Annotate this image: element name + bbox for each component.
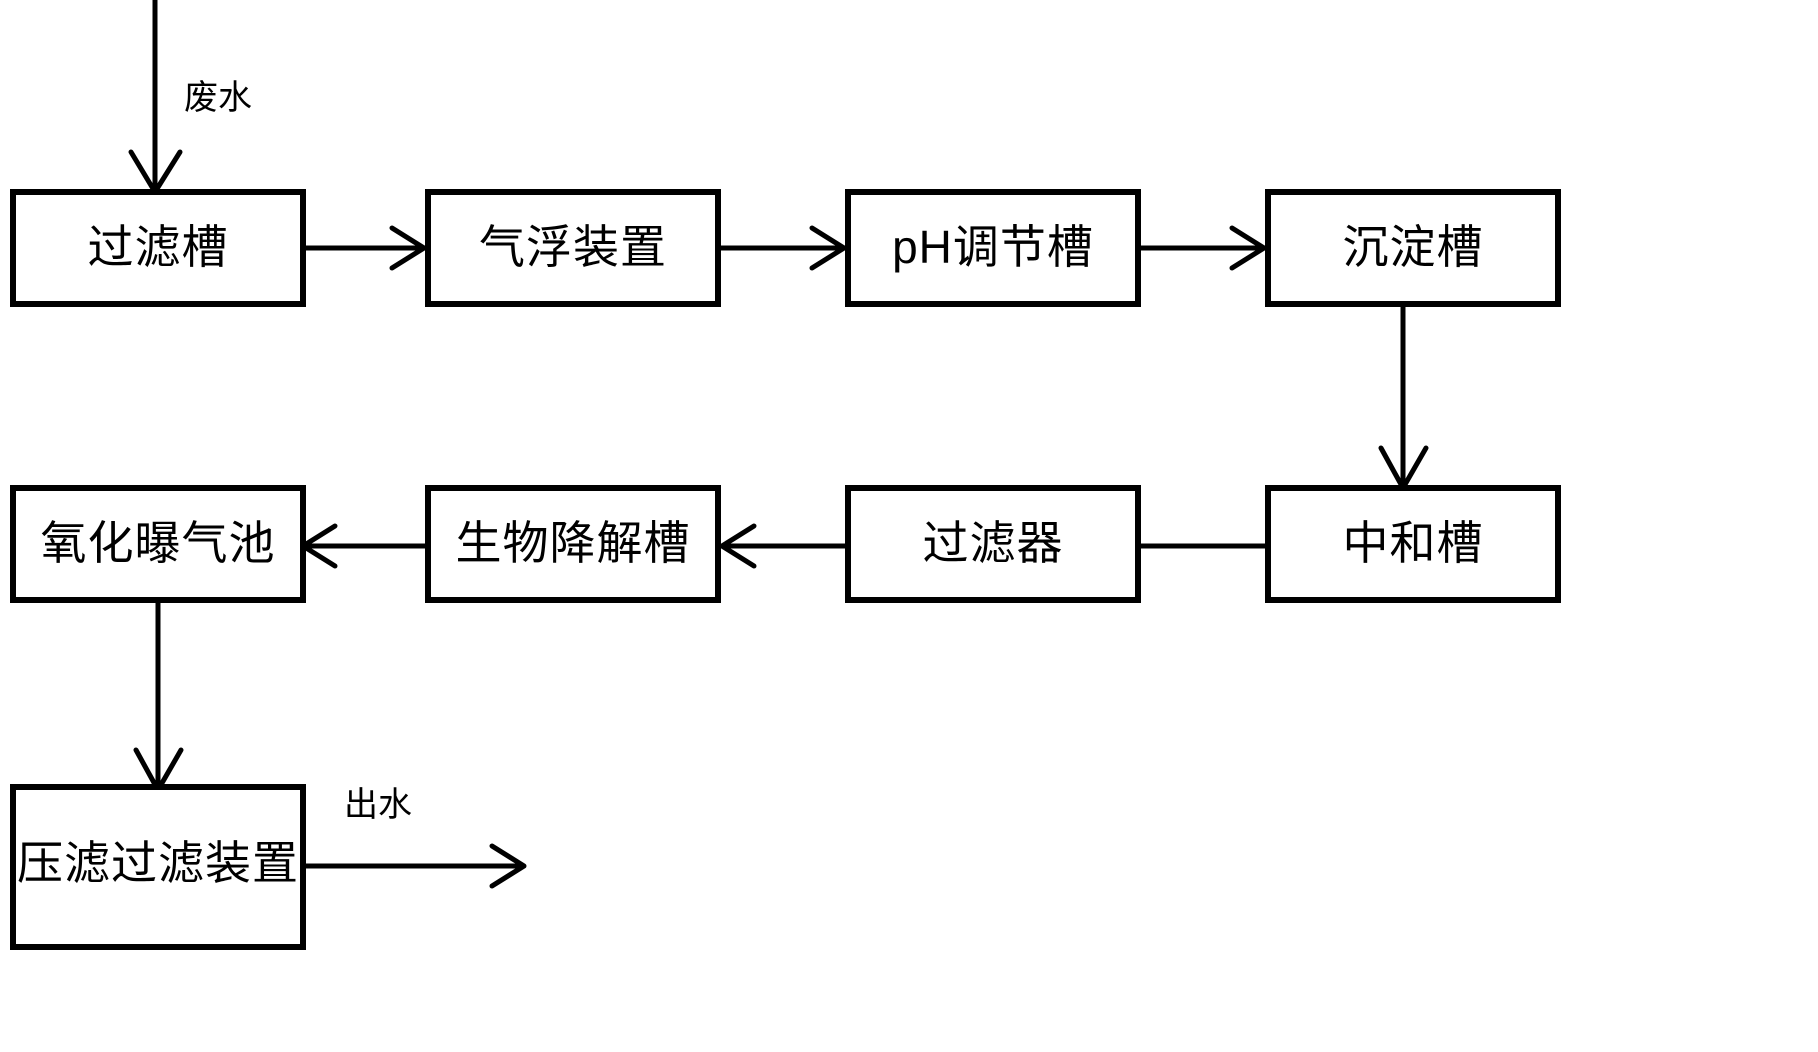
- edge-air-flotation-to-ph-adjust-tank: [718, 225, 847, 271]
- node-ph-adjust-tank[interactable]: pH调节槽: [845, 189, 1141, 307]
- node-label-sedimentation-tank: 沉淀槽: [1343, 221, 1484, 273]
- node-biodegradation[interactable]: 生物降解槽: [425, 485, 721, 603]
- node-filter-tank[interactable]: 过滤槽: [10, 189, 306, 307]
- edge-press-filter-to-outlet: [303, 843, 527, 889]
- node-label-filter-unit: 过滤器: [923, 517, 1064, 569]
- edge-filter-tank-to-air-flotation: [303, 225, 427, 271]
- node-air-flotation[interactable]: 气浮装置: [425, 189, 721, 307]
- node-label-press-filter: 压滤过滤装置: [17, 837, 299, 889]
- node-label-filter-tank: 过滤槽: [88, 221, 229, 273]
- edge-aeration-pool-to-press-filter: [133, 600, 184, 793]
- node-label-air-flotation: 气浮装置: [479, 221, 667, 273]
- edge-label-inlet: 废水: [184, 79, 252, 117]
- edge-sedimentation-tank-to-neutralize-tank: [1378, 304, 1429, 491]
- node-label-ph-adjust-tank: pH调节槽: [892, 221, 1094, 273]
- edge-inlet-to-filter-tank: [128, 0, 183, 195]
- node-label-biodegradation: 生物降解槽: [456, 517, 691, 569]
- edge-filter-unit-to-biodegradation: [719, 523, 848, 569]
- node-label-aeration-pool: 氧化曝气池: [41, 517, 276, 569]
- node-aeration-pool[interactable]: 氧化曝气池: [10, 485, 306, 603]
- node-label-neutralize-tank: 中和槽: [1343, 517, 1484, 569]
- node-press-filter[interactable]: 压滤过滤装置: [10, 784, 306, 950]
- edge-label-outlet: 出水: [344, 786, 412, 824]
- node-sedimentation-tank[interactable]: 沉淀槽: [1265, 189, 1561, 307]
- edge-biodegradation-to-aeration-pool: [300, 523, 428, 569]
- node-neutralize-tank[interactable]: 中和槽: [1265, 485, 1561, 603]
- edge-ph-adjust-tank-to-sedimentation-tank: [1138, 225, 1267, 271]
- node-filter-unit[interactable]: 过滤器: [845, 485, 1141, 603]
